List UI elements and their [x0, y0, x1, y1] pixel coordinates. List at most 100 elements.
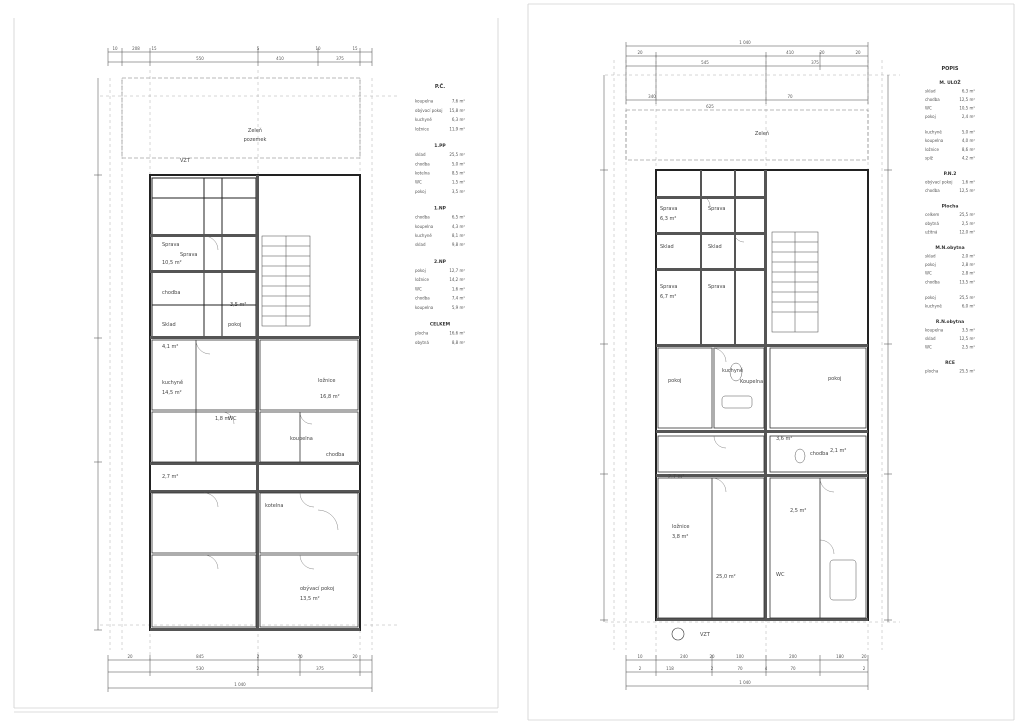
left-bottom-dim2-2: 2: [257, 666, 260, 671]
left-grid-lines: [100, 70, 400, 660]
right-top-total: 1 040: [739, 40, 751, 45]
right-top-dimension-lines: [625, 42, 869, 104]
left-legend-row-value: 8,8 m²: [452, 340, 466, 345]
right-room-zelen: Zeleň: [755, 130, 769, 137]
left-room-loznice: ložnice: [318, 377, 335, 384]
left-legend-row-label: sklad: [415, 242, 426, 247]
right-room-vzt: VZT: [700, 632, 711, 638]
left-legend-title: P.Č.: [435, 83, 445, 90]
left-bottom-total: 1 040: [234, 682, 246, 687]
right-legend-section-header: Plocha: [942, 204, 959, 210]
left-legend-row-value: 11,9 m²: [449, 126, 465, 131]
right-building-outline: [655, 169, 869, 621]
left-legend-row-value: 12,7 m²: [449, 268, 465, 273]
right-legend-row-value: 6,3 m²: [962, 88, 976, 93]
right-legend-row-label: sklad: [925, 253, 936, 258]
right-room-sklad-1: Sklad: [660, 244, 674, 250]
left-room-sprava-1: Sprava: [162, 242, 180, 248]
left-legend-row-label: kotelna: [415, 170, 430, 175]
left-legend-row-label: chodba: [415, 215, 430, 220]
right-bottom-dim-1: 10: [637, 654, 643, 659]
right-legend-section-header: R.N.obytna: [936, 319, 964, 325]
left-legend-row-label: sklad: [415, 152, 426, 157]
right-room-sklad-2: Sklad: [708, 244, 722, 250]
left-legend-row-value: 3,5 m²: [452, 189, 466, 194]
left-legend-row-label: kuchyně: [415, 233, 432, 238]
left-middle-rooms: [151, 339, 359, 628]
left-floor-plan: 10 208 15 5 10 15 550 410 375 Zeleň poze…: [94, 46, 400, 692]
left-legend-section-header: 2.NP: [434, 259, 447, 265]
right-legend-row-value: 8,6 m²: [962, 147, 976, 152]
right-area-8: 25,0 m²: [716, 574, 736, 580]
right-legend-row-label: chodba: [925, 279, 940, 284]
entrance-marker-icon: [671, 627, 685, 641]
left-legend-row-label: WC: [415, 180, 422, 185]
right-hatched-walls: [656, 170, 868, 621]
left-room-koupelna: koupelna: [290, 436, 313, 442]
left-bottom-dim2-3: 375: [316, 666, 324, 671]
left-bottom-dim-3: 2: [257, 654, 260, 659]
left-legend-row-label: ložnice: [415, 126, 430, 131]
left-legend-row-value: 6,5 m²: [452, 215, 466, 220]
left-bottom-dims-text: 20 845 2 70 20 530 2 375 1 040: [127, 654, 358, 687]
right-legend-row-label: pokoj: [925, 262, 936, 267]
left-bottom-dim-5: 20: [352, 654, 358, 659]
right-bottom-dim-2: 240: [680, 654, 688, 659]
right-legend-row-value: 2,5 m²: [962, 345, 976, 350]
right-top-dim-3: 20: [819, 50, 825, 55]
left-bottom-dim2-1: 530: [196, 666, 204, 671]
right-legend-row-value: 5,0 m²: [962, 130, 976, 135]
right-side-dimension: [600, 75, 892, 622]
right-floor-plan: 1 040 20 410 20 20 545 375 340 625 70 Ze…: [600, 40, 900, 690]
right-legend-row-label: užitná: [925, 229, 938, 234]
right-legend-section-header: M. ULOŽ: [939, 78, 961, 86]
right-legend-row-label: chodba: [925, 97, 940, 102]
left-room-kuchyne: kuchyně: [162, 379, 183, 386]
left-legend-section-header: 1.PP: [434, 143, 446, 149]
right-bottom-dim-4: 100: [736, 654, 744, 659]
left-legend-row-label: koupelna: [415, 305, 434, 310]
left-legend-row-value: 14,2 m²: [449, 277, 465, 282]
right-legend-row-value: 25,5 m²: [959, 369, 975, 374]
right-legend-row-value: 2,4 m²: [962, 114, 976, 119]
left-area-6: 4,1 m²: [162, 344, 178, 350]
left-staircase: [261, 235, 311, 327]
right-legend-row-value: 12,0 m²: [959, 229, 975, 234]
left-legend-row-value: 1,5 m²: [452, 180, 466, 185]
left-area-7: 2,7 m²: [162, 474, 178, 480]
sheet-frames: [13, 3, 1015, 721]
left-legend-row-label: ložnice: [415, 277, 430, 282]
left-top-dim-3: 15: [151, 46, 157, 51]
left-area-5: 16,8 m²: [320, 394, 340, 400]
left-legend-row-value: 1,6 m²: [452, 286, 466, 291]
right-room-loznice: ložnice: [672, 523, 689, 530]
left-area-1: 14,5 m²: [162, 390, 182, 396]
right-area-3: 2,7 m²: [668, 474, 684, 480]
right-legend-row-value: 2,8 m²: [962, 262, 976, 267]
right-bottom-dim-3: 20: [709, 654, 715, 659]
left-legend-row-value: 7,6 m²: [452, 99, 466, 104]
right-top-dim-4: 20: [855, 50, 861, 55]
left-bottom-dim-2: 845: [196, 654, 204, 659]
right-legend-row-value: 13,5 m²: [959, 279, 975, 284]
left-room-sprava-2: Sprava: [180, 252, 198, 258]
right-area-4: 3,6 m²: [776, 436, 792, 442]
right-legend-row-label: kuchyně: [925, 130, 942, 135]
right-legend-row-label: celkem: [925, 212, 939, 217]
right-legend-row-label: sklad: [925, 336, 936, 341]
left-legend-row-value: 16,6 m²: [449, 331, 465, 336]
left-legend-section-header: 1.NP: [434, 205, 447, 211]
right-legend-row-label: chodba: [925, 188, 940, 193]
left-top-dimension-lines: [107, 48, 373, 66]
right-room-sprava-2: Sprava: [708, 206, 726, 212]
right-legend-row-label: koupelna: [925, 327, 944, 332]
right-legend-row-label: koupelna: [925, 138, 944, 143]
left-top-dim2-2: 410: [276, 56, 284, 61]
left-top-dim2-1: 550: [196, 56, 204, 61]
left-top-dim-1: 10: [112, 46, 118, 51]
left-legend-row-value: 7,4 m²: [452, 296, 466, 301]
left-legend-section-header: CELKEM: [430, 321, 451, 327]
right-legend-row-value: 25,5 m²: [959, 295, 975, 300]
